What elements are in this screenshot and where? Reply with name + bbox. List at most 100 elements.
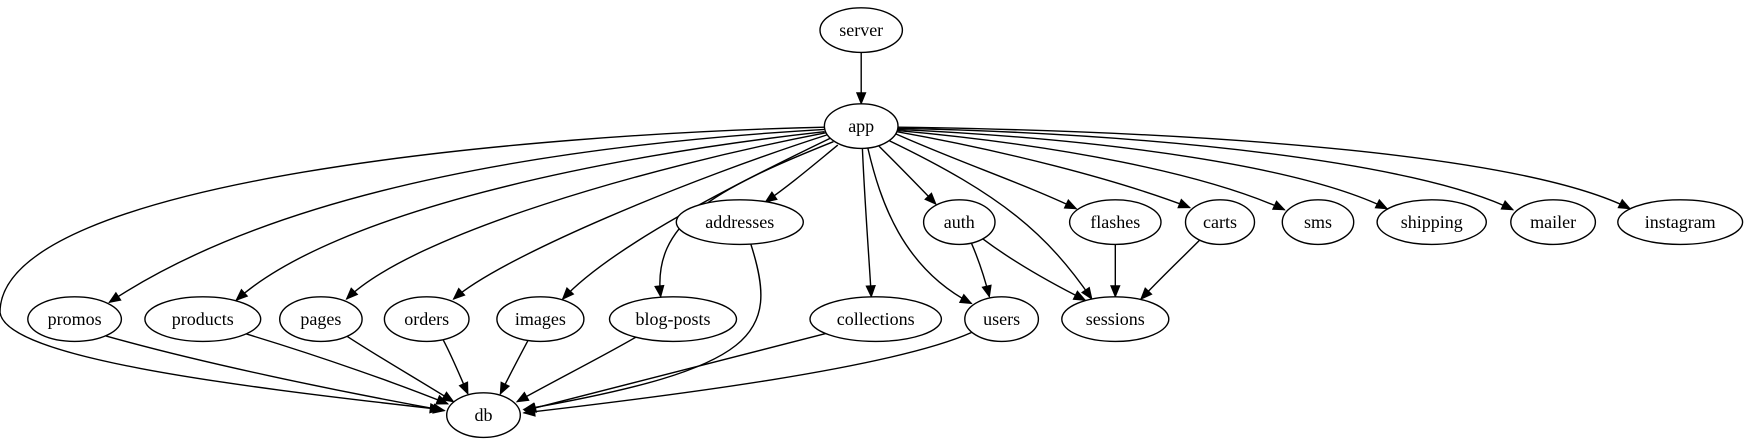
node-ellipse xyxy=(446,392,522,439)
arrowhead xyxy=(515,391,530,403)
edge-line xyxy=(108,128,825,303)
node-label: server xyxy=(839,20,883,40)
node-orders: orders xyxy=(383,296,470,343)
node-label: instagram xyxy=(1645,212,1716,232)
node-db: db xyxy=(446,392,522,439)
edge-server-to-app xyxy=(855,52,867,106)
arrowhead xyxy=(499,381,511,396)
arrowhead xyxy=(108,291,122,304)
node-ellipse xyxy=(675,199,804,246)
edge-promos-to-db xyxy=(105,335,446,414)
node-label: products xyxy=(172,309,234,329)
arrowhead xyxy=(855,92,867,106)
node-ellipse xyxy=(278,296,363,343)
edge-line xyxy=(896,131,1191,209)
arrowhead xyxy=(1177,198,1192,209)
arrowhead xyxy=(345,287,359,301)
edge-auth-to-sessions xyxy=(982,238,1087,301)
arrowhead xyxy=(1139,287,1153,301)
arrowhead xyxy=(865,285,876,299)
node-label: carts xyxy=(1203,212,1237,232)
arrowhead xyxy=(1110,285,1121,299)
node-users: users xyxy=(964,296,1040,343)
node-flashes: flashes xyxy=(1068,199,1162,246)
arrowhead xyxy=(1081,286,1093,301)
edge-app-to-instagram xyxy=(897,126,1632,210)
edge-app-to-collections xyxy=(861,148,876,299)
arrowhead xyxy=(452,287,466,300)
edge-line xyxy=(516,336,637,403)
edge-line xyxy=(346,132,826,300)
edge-line xyxy=(897,129,1285,211)
node-label: promos xyxy=(48,309,102,329)
edge-app-to-pages xyxy=(345,132,826,301)
node-ellipse xyxy=(496,296,585,343)
edge-flashes-to-sessions xyxy=(1110,244,1121,299)
edge-pages-to-db xyxy=(346,335,455,403)
node-label: blog-posts xyxy=(635,309,710,329)
node-server: server xyxy=(819,7,904,54)
node-label: sms xyxy=(1304,212,1332,232)
edge-app-to-sms xyxy=(897,129,1286,211)
edge-app-to-db xyxy=(0,126,825,414)
node-label: sessions xyxy=(1086,309,1145,329)
edge-line xyxy=(0,126,825,411)
edge-line xyxy=(235,131,825,301)
node-ellipse xyxy=(1281,199,1355,246)
node-app: app xyxy=(823,103,899,150)
edge-app-to-auth xyxy=(878,145,937,206)
edge-orders-to-db xyxy=(442,339,469,396)
node-label: flashes xyxy=(1090,212,1140,232)
arrowhead xyxy=(561,287,575,301)
node-ellipse xyxy=(819,7,904,54)
node-label: db xyxy=(475,405,493,425)
edge-app-to-products xyxy=(235,131,825,302)
node-sessions: sessions xyxy=(1061,296,1170,343)
node-ellipse xyxy=(1510,199,1597,246)
edge-line xyxy=(524,332,826,412)
arrowhead xyxy=(1374,198,1389,210)
edge-app-to-users xyxy=(867,148,973,305)
edge-products-to-db xyxy=(244,332,450,405)
arrowhead xyxy=(522,406,536,417)
edge-line xyxy=(897,128,1388,210)
node-label: pages xyxy=(300,309,341,329)
node-ellipse xyxy=(1184,199,1256,246)
arrowhead xyxy=(235,288,249,302)
edge-app-to-addresses xyxy=(764,144,839,203)
node-label: mailer xyxy=(1530,212,1576,232)
edge-line xyxy=(888,139,1093,300)
node-products: products xyxy=(144,296,262,343)
node-addresses: addresses xyxy=(675,199,804,246)
node-instagram: instagram xyxy=(1617,199,1744,246)
node-label: images xyxy=(515,309,566,329)
edge-blog-posts-to-db xyxy=(515,336,637,403)
edge-app-to-mailer xyxy=(897,127,1515,211)
node-ellipse xyxy=(809,296,943,343)
arrowhead xyxy=(1063,199,1078,210)
edge-line xyxy=(897,127,1514,211)
node-label: orders xyxy=(404,309,449,329)
arrowhead xyxy=(924,192,937,206)
node-ellipse xyxy=(823,103,899,150)
node-ellipse xyxy=(1068,199,1162,246)
edge-app-to-flashes xyxy=(895,133,1078,210)
edge-line xyxy=(346,335,454,403)
node-label: app xyxy=(848,116,874,136)
edge-line xyxy=(982,238,1086,301)
edge-app-to-shipping xyxy=(897,128,1389,210)
arrowhead xyxy=(1072,290,1087,301)
node-blog-posts: blog-posts xyxy=(608,296,738,343)
edge-app-to-orders xyxy=(452,134,827,300)
arrowhead xyxy=(981,284,992,299)
node-label: shipping xyxy=(1401,212,1463,232)
node-ellipse xyxy=(383,296,470,343)
arrowhead xyxy=(1617,198,1632,210)
edge-line xyxy=(453,134,827,300)
edge-auth-to-users xyxy=(970,243,992,299)
node-sms: sms xyxy=(1281,199,1355,246)
edge-line xyxy=(895,133,1077,210)
edge-line xyxy=(523,331,972,414)
